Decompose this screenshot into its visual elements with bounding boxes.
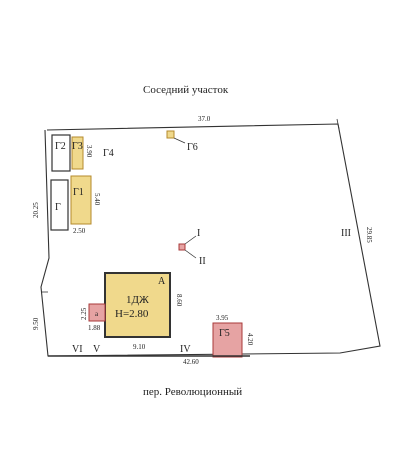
dim-west: 20.25 — [32, 202, 40, 218]
point-5: V — [93, 344, 101, 355]
point-marker — [178, 243, 186, 251]
dim-g5-width: 3.95 — [216, 314, 229, 322]
house-name: 1ДЖ — [126, 294, 149, 306]
dim-annex-width: 1.88 — [88, 324, 101, 332]
top-caption: Соседний участок — [143, 84, 229, 96]
leader-line — [173, 137, 186, 144]
point-1: I — [197, 228, 200, 239]
label-g3: Г3 — [72, 141, 83, 152]
dim-north: 37.0 — [198, 115, 211, 123]
dim-annex-depth: 2.25 — [80, 307, 88, 320]
dim-g5-depth: 4.20 — [246, 333, 254, 346]
outbuilding-g2 — [51, 134, 71, 172]
point-4: IV — [180, 344, 191, 355]
dim-west-lower: 9.50 — [32, 317, 40, 330]
parcel-boundary — [40, 123, 381, 357]
leader-line — [184, 249, 197, 259]
outbuilding-g1 — [70, 175, 92, 225]
label-g4: Г4 — [103, 148, 114, 159]
dim-house-depth: 8.60 — [175, 294, 183, 307]
outbuilding-g3 — [71, 136, 84, 170]
house-height: H=2.80 — [115, 308, 149, 320]
outbuilding-g — [50, 179, 69, 231]
annex-a — [88, 303, 106, 322]
outbuilding-g5 — [212, 322, 243, 358]
corner-tick — [336, 118, 340, 130]
dim-south: 42.60 — [183, 358, 199, 366]
label-g6: Г6 — [187, 142, 198, 153]
dim-house-width: 9.10 — [133, 343, 146, 351]
dim-east: 29.85 — [365, 227, 373, 243]
bottom-caption: пер. Революционный — [143, 386, 243, 398]
house-letter: А — [158, 276, 166, 287]
dim-g3-depth: 3.90 — [85, 145, 93, 158]
dim-g1-depth: 5.40 — [93, 193, 101, 206]
annex-letter: а — [95, 310, 99, 318]
label-g2: Г2 — [55, 141, 66, 152]
label-g: Г — [55, 202, 61, 213]
leader-line — [184, 235, 197, 245]
point-2: II — [199, 256, 206, 267]
point-3: III — [341, 228, 351, 239]
point-6: VI — [72, 344, 83, 355]
outbuilding-g6 — [166, 130, 175, 139]
label-g5: Г5 — [219, 328, 230, 339]
label-g1: Г1 — [73, 187, 84, 198]
dim-g1-width: 2.50 — [73, 227, 86, 235]
